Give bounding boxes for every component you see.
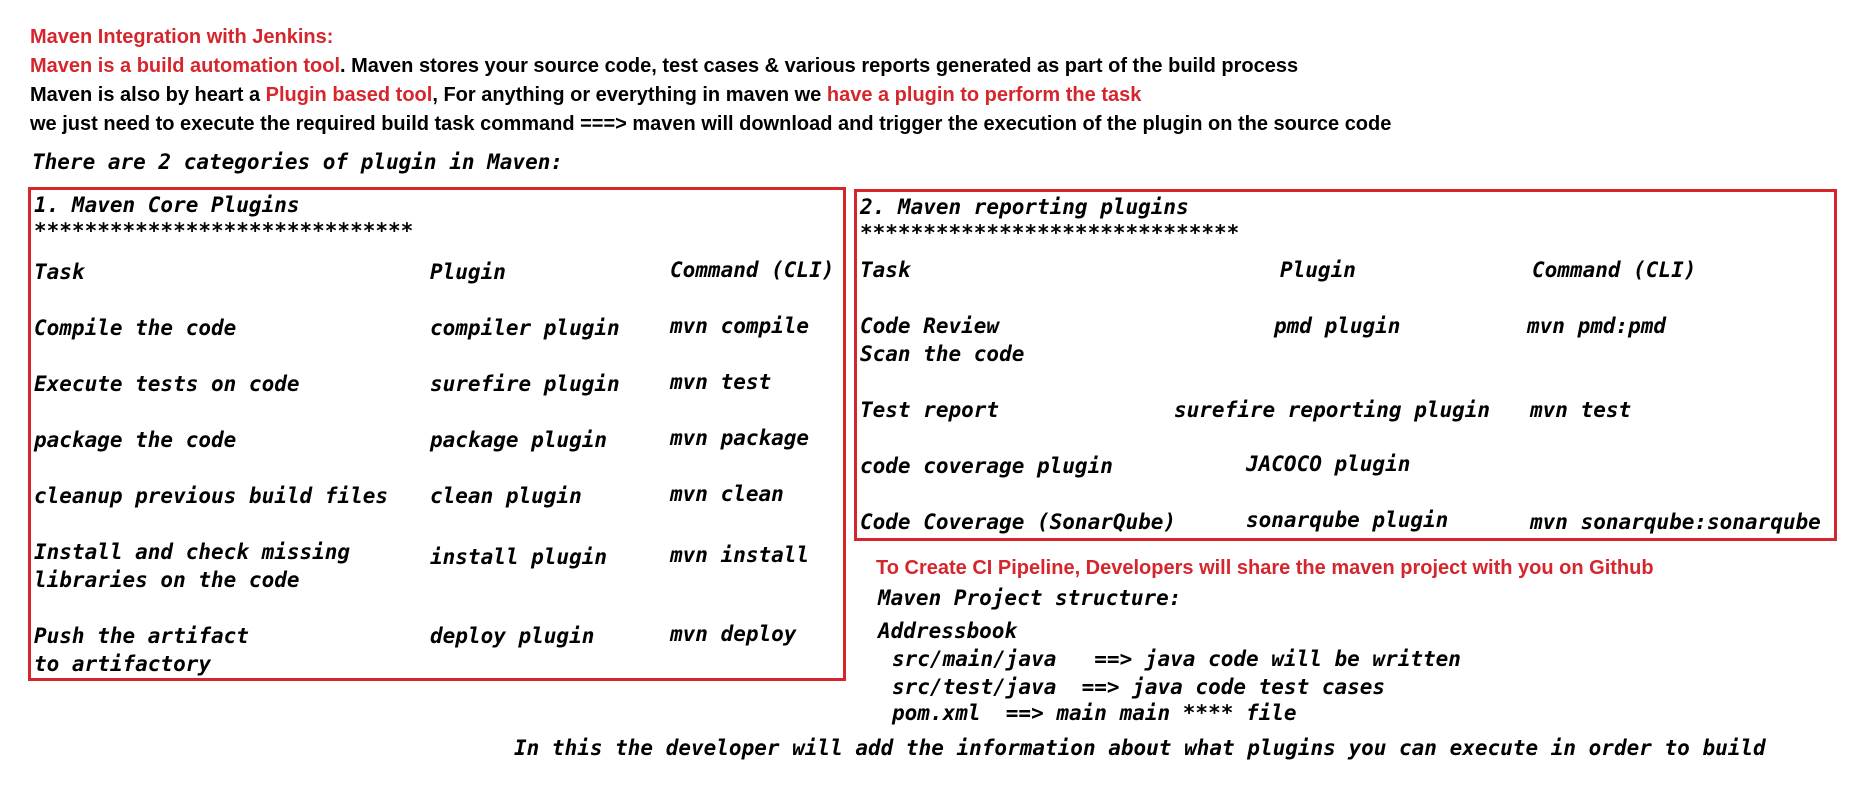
core-row-task: Execute tests on code xyxy=(34,372,300,396)
intro-line-2-highlight-1: Plugin based tool xyxy=(265,84,433,106)
reporting-row-command: mvn sonarqube:sonarqube xyxy=(1530,510,1821,534)
core-row-plugin: surefire plugin xyxy=(430,372,620,396)
core-row-plugin: package plugin xyxy=(430,428,608,452)
reporting-row-task: Test report xyxy=(860,398,1000,422)
ci-structure-item: src/main/java ==> java code will be writ… xyxy=(892,647,1461,671)
reporting-header-plugin: Plugin xyxy=(1280,258,1356,282)
reporting-plugins-box xyxy=(854,189,1837,541)
categories-heading: There are 2 categories of plugin in Mave… xyxy=(32,150,564,174)
core-header-task: Task xyxy=(34,260,85,284)
reporting-row-command: mvn test xyxy=(1530,398,1632,422)
reporting-row-task: Code Review xyxy=(860,314,1000,338)
reporting-header-task: Task xyxy=(860,258,911,282)
core-row-plugin: install plugin xyxy=(430,545,608,569)
reporting-row-plugin: JACOCO plugin xyxy=(1246,452,1411,476)
reporting-row-plugin: surefire reporting plugin xyxy=(1174,398,1491,422)
core-row-command: mvn deploy xyxy=(670,622,797,646)
core-stars: ****************************** xyxy=(34,219,414,243)
core-row-command: mvn compile xyxy=(670,314,810,338)
core-row-task: Compile the code xyxy=(34,316,237,340)
intro-line-2-text-b: , For anything or everything in maven we xyxy=(432,84,827,106)
intro-line-3: we just need to execute the required bui… xyxy=(30,113,1392,135)
ci-project-name: Addressbook xyxy=(878,619,1018,643)
intro-line-1-highlight: Maven is a build automation tool xyxy=(30,55,341,77)
intro-line-2: Maven is also by heart a Plugin based to… xyxy=(30,84,1141,107)
core-row-task-continued: libraries on the code xyxy=(34,568,300,592)
ci-heading: To Create CI Pipeline, Developers will s… xyxy=(876,557,1654,579)
core-header-command: Command (CLI) xyxy=(670,258,835,282)
core-header-plugin: Plugin xyxy=(430,260,506,284)
core-row-command: mvn install xyxy=(670,543,810,567)
intro-line-1: Maven is a build automation tool. Maven … xyxy=(30,55,1298,78)
core-row-task: package the code xyxy=(34,428,237,452)
reporting-row-plugin: pmd plugin xyxy=(1274,314,1401,338)
reporting-row-task-continued: Scan the code xyxy=(860,342,1025,366)
core-row-command: mvn clean xyxy=(670,482,784,506)
reporting-stars: ****************************** xyxy=(860,221,1240,245)
reporting-row-command: mvn pmd:pmd xyxy=(1527,314,1667,338)
core-row-task: cleanup previous build files xyxy=(34,484,389,508)
reporting-row-task: Code Coverage (SonarQube) xyxy=(860,510,1177,534)
intro-title: Maven Integration with Jenkins: xyxy=(30,26,334,48)
core-row-plugin: compiler plugin xyxy=(430,316,620,340)
reporting-row-plugin: sonarqube plugin xyxy=(1246,508,1449,532)
reporting-header-command: Command (CLI) xyxy=(1532,258,1697,282)
core-row-task-continued: to artifactory xyxy=(34,652,212,676)
ci-structure-title: Maven Project structure: xyxy=(878,586,1182,610)
core-row-task: Push the artifact xyxy=(34,624,249,648)
core-row-plugin: clean plugin xyxy=(430,484,582,508)
ci-structure-item: pom.xml ==> main main **** file xyxy=(892,701,1297,725)
reporting-title: 2. Maven reporting plugins xyxy=(860,195,1189,219)
footer-note: In this the developer will add the infor… xyxy=(514,736,1766,760)
intro-line-2-highlight-2: have a plugin to perform the task xyxy=(826,84,1142,106)
intro-line-2-text-a: Maven is also by heart a xyxy=(30,84,266,106)
core-row-command: mvn package xyxy=(670,426,810,450)
reporting-row-task: code coverage plugin xyxy=(860,454,1113,478)
core-row-plugin: deploy plugin xyxy=(430,624,595,648)
core-row-command: mvn test xyxy=(670,370,772,394)
ci-structure-item: src/test/java ==> java code test cases xyxy=(892,675,1386,699)
core-plugins-box xyxy=(28,187,846,681)
intro-line-1-text: . Maven stores your source code, test ca… xyxy=(340,55,1299,77)
core-row-task: Install and check missing xyxy=(34,540,351,564)
core-title: 1. Maven Core Plugins xyxy=(34,193,300,217)
